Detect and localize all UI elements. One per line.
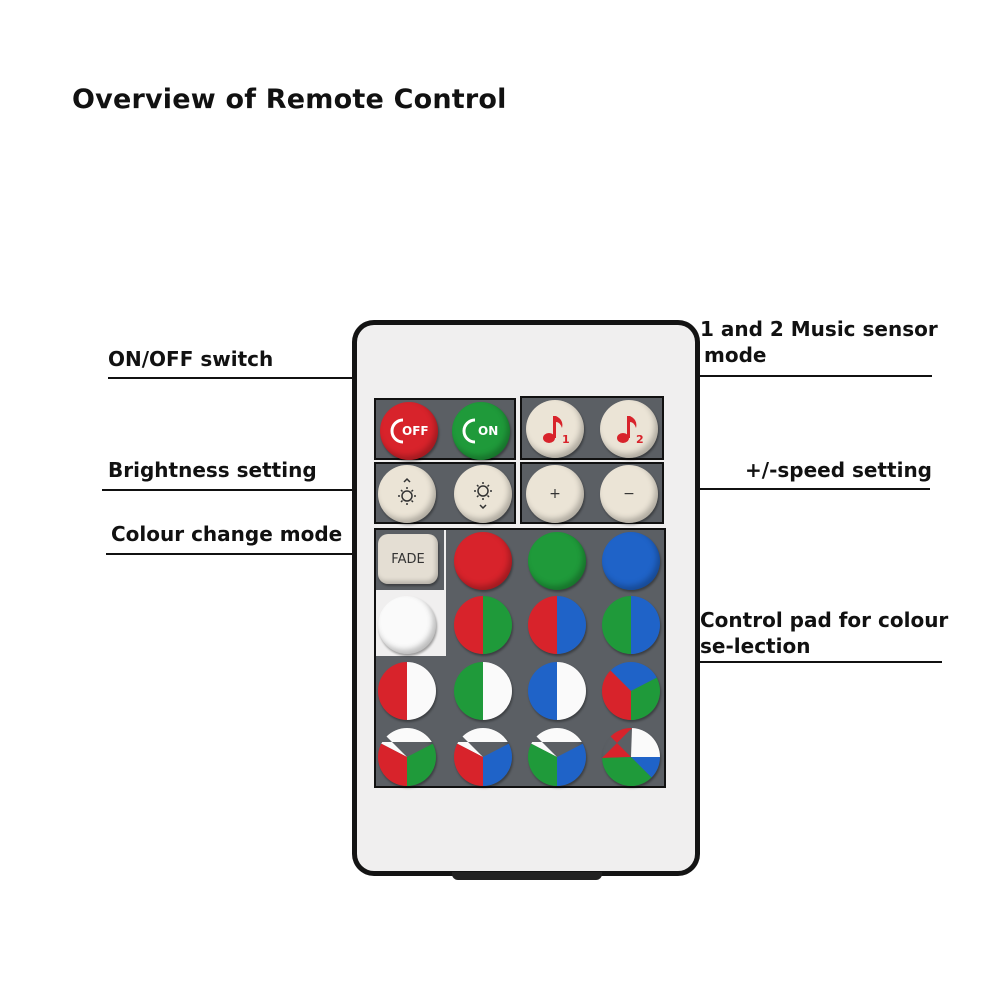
label-onoff-switch: ON/OFF switch [108,347,274,371]
brightness-up-button[interactable] [378,465,436,523]
colour-white-red-blue-button[interactable] [454,728,512,786]
label-music-sensor: 1 and 2 Music sensor mode [700,316,938,368]
colour-red-white-button[interactable] [378,662,436,720]
colour-green-blue-button[interactable] [602,596,660,654]
music-note-icon [617,416,637,443]
music1-number: 1 [562,433,570,446]
label-music-line2: mode [704,343,767,367]
tri-white-green-blue-icon [528,728,586,786]
brightness-up-icon [398,477,416,505]
off-button[interactable]: OFF [380,402,438,460]
colour-green-white-button[interactable] [454,662,512,720]
music-note-icon [543,416,563,443]
brightness-down-icon [474,482,492,510]
power-on-icon [462,418,476,444]
speed-up-button[interactable]: + [526,465,584,523]
colour-blue-button[interactable] [602,532,660,590]
minus-label: − [623,486,635,502]
on-button[interactable]: ON [452,402,510,460]
page-title: Overview of Remote Control [72,84,507,115]
split-red-white-icon [378,662,436,720]
tri-white-red-green-icon [378,728,436,786]
colour-white-green-blue-button[interactable] [528,728,586,786]
remote-bottom-edge [452,872,602,880]
colour-rgb-button[interactable] [602,662,660,720]
colour-red-button[interactable] [454,532,512,590]
music1-button[interactable]: 1 [526,400,584,458]
brightness-down-button[interactable] [454,465,512,523]
split-red-blue-icon [528,596,586,654]
colour-mixed-button[interactable] [602,728,660,786]
music2-button[interactable]: 2 [600,400,658,458]
label-speed: +/-speed setting [745,458,932,482]
label-colour-change: Colour change mode [111,522,343,546]
label-music-line1: 1 and 2 Music sensor [700,317,938,341]
tri-red-green-blue-icon [602,662,660,720]
split-red-green-icon [454,596,512,654]
colour-white-button[interactable] [378,596,436,654]
off-label: OFF [402,424,429,438]
split-green-white-icon [454,662,512,720]
tri-white-red-blue-icon [454,728,512,786]
music2-number: 2 [636,433,644,446]
tri-mixed-icon [602,728,660,786]
label-control-pad: Control pad for colour se-lection [700,607,948,659]
colour-red-blue-button[interactable] [528,596,586,654]
colour-red-green-button[interactable] [454,596,512,654]
on-label: ON [478,424,499,438]
plus-label: + [549,486,561,502]
label-brightness: Brightness setting [108,458,317,482]
power-off-icon [390,418,404,444]
speed-down-button[interactable]: − [600,465,658,523]
colour-green-button[interactable] [528,532,586,590]
colour-white-red-green-button[interactable] [378,728,436,786]
split-blue-white-icon [528,662,586,720]
colour-blue-white-button[interactable] [528,662,586,720]
fade-button[interactable]: FADE [378,534,438,584]
split-green-blue-icon [602,596,660,654]
label-control-pad-line1: Control pad for colour [700,608,949,632]
label-control-pad-line2: se-lection [700,634,811,658]
